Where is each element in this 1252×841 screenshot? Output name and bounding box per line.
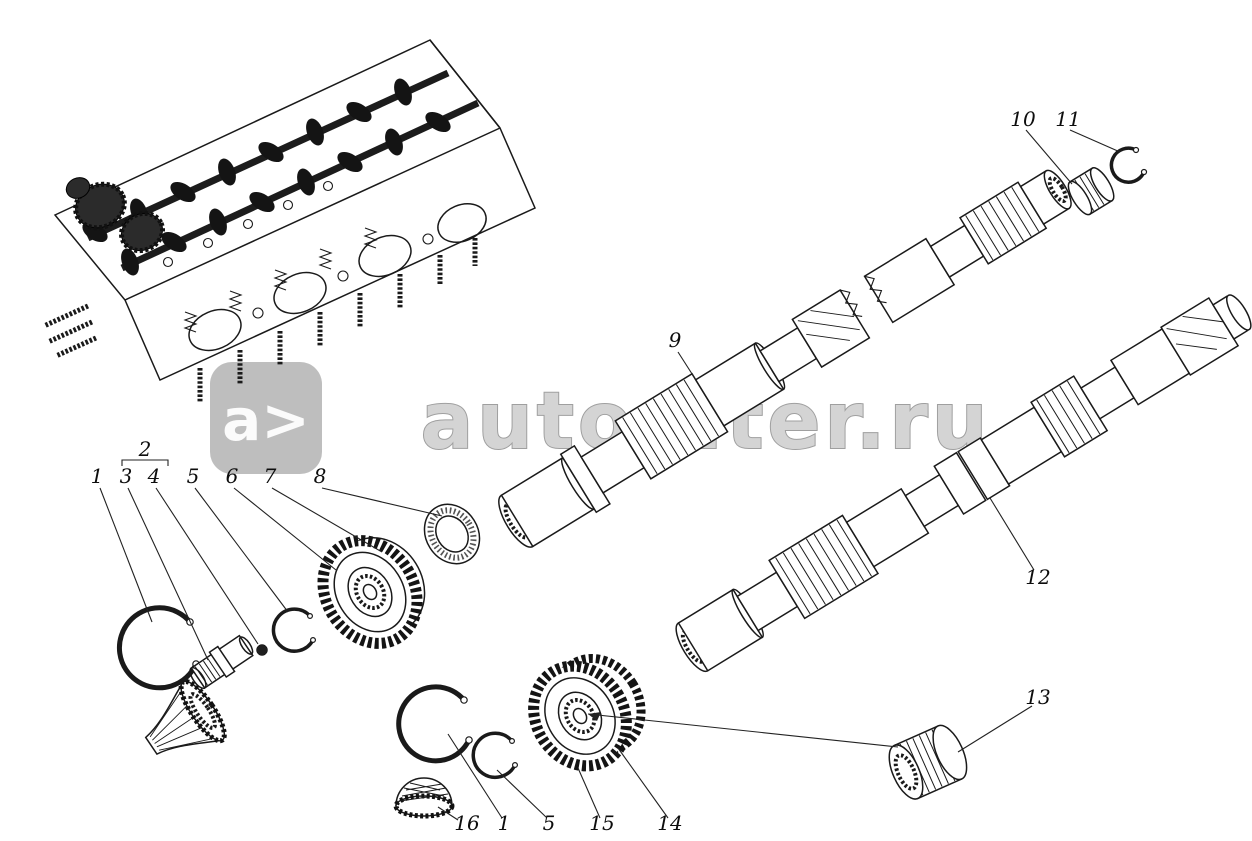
callout-5: 5 xyxy=(187,464,200,488)
bevel-gear-6-7 xyxy=(317,535,426,649)
callout-1b: 1 xyxy=(498,811,511,835)
drive-bell-gear xyxy=(144,678,227,756)
snap-ring-bottom-5 xyxy=(471,731,518,779)
head-camshafts xyxy=(82,69,480,276)
callout-8: 8 xyxy=(314,464,327,488)
callout-2: 2 xyxy=(138,437,152,461)
leader-lines xyxy=(99,129,1121,821)
camshaft-12 xyxy=(675,294,1252,673)
callout-16: 16 xyxy=(454,811,480,835)
splined-bore xyxy=(563,698,597,734)
cam-journal xyxy=(791,289,871,369)
splined-bore xyxy=(353,574,387,610)
timing-gears xyxy=(65,177,165,254)
watermark-logo-box xyxy=(210,362,322,474)
snap-ring-5 xyxy=(271,607,317,653)
cam-lobe-segment xyxy=(933,451,987,516)
head-block-silhouette xyxy=(53,39,536,381)
end-plug-10 xyxy=(1067,167,1115,216)
break-line xyxy=(840,289,863,318)
loose-studs xyxy=(42,303,98,359)
callout-6: 6 xyxy=(226,464,239,488)
callout-10: 10 xyxy=(1010,107,1036,131)
shaft-piece-3 xyxy=(189,634,254,690)
callout-12: 12 xyxy=(1025,565,1050,589)
watermark-logo-text: a> xyxy=(222,386,310,454)
callout-15: 15 xyxy=(589,811,614,835)
port-opening xyxy=(437,203,487,243)
callout-7: 7 xyxy=(264,464,277,488)
bracket-2 xyxy=(121,459,169,466)
callout-5b: 5 xyxy=(543,811,556,835)
snap-ring-large-1 xyxy=(116,605,200,691)
pointer-rod xyxy=(587,712,899,748)
head-studs xyxy=(197,238,478,402)
ball-4 xyxy=(256,644,268,656)
camshaft-9 xyxy=(498,169,1072,548)
callout-13: 13 xyxy=(1025,685,1050,709)
cylinder-head-assembly xyxy=(42,39,536,402)
seal-ring-8 xyxy=(423,503,481,565)
gear-14-15 xyxy=(528,653,646,772)
callout-11: 11 xyxy=(1055,107,1080,131)
callout-14: 14 xyxy=(657,811,682,835)
arrowhead xyxy=(588,712,601,721)
snap-ring-large-bottom xyxy=(396,684,473,764)
dome-cap-16 xyxy=(393,777,455,819)
snap-ring-11 xyxy=(1109,146,1148,184)
callouts: 1 2 3 4 5 6 7 8 9 10 11 12 13 14 15 16 1… xyxy=(91,107,1081,835)
valve-springs xyxy=(183,227,378,333)
callout-3: 3 xyxy=(120,464,133,488)
break-line xyxy=(864,275,887,304)
coupler-13 xyxy=(888,724,968,800)
callout-9: 9 xyxy=(669,328,682,352)
callout-4: 4 xyxy=(147,464,161,488)
callout-1: 1 xyxy=(91,464,104,488)
